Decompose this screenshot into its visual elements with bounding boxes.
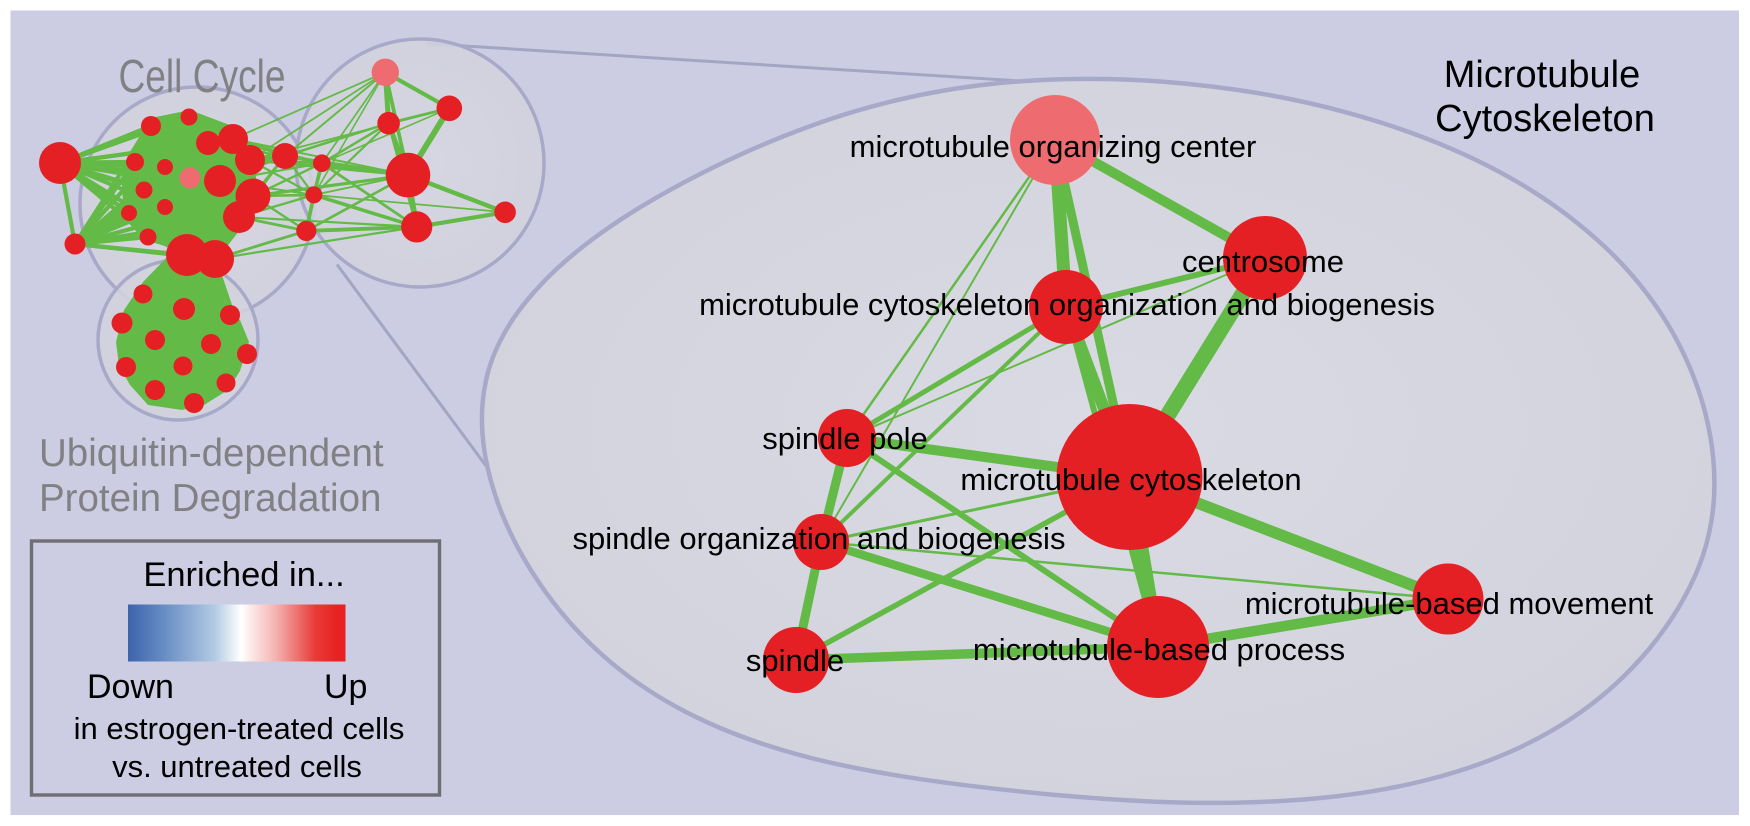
svg-text:Protein Degradation: Protein Degradation	[39, 477, 381, 520]
svg-text:spindle: spindle	[746, 643, 844, 678]
svg-text:microtubule-based movement: microtubule-based movement	[1245, 586, 1654, 621]
svg-text:Ubiquitin-dependent: Ubiquitin-dependent	[39, 432, 384, 475]
svg-text:spindle pole: spindle pole	[762, 421, 927, 456]
svg-text:microtubule organizing center: microtubule organizing center	[850, 129, 1257, 164]
svg-text:Up: Up	[324, 668, 367, 706]
svg-text:vs. untreated cells: vs. untreated cells	[112, 749, 362, 784]
svg-text:spindle organization and bioge: spindle organization and biogenesis	[573, 521, 1066, 556]
svg-text:in estrogen-treated cells: in estrogen-treated cells	[74, 711, 405, 746]
svg-text:centrosome: centrosome	[1182, 244, 1344, 279]
svg-text:Enriched in...: Enriched in...	[143, 556, 344, 594]
svg-text:Down: Down	[87, 668, 174, 706]
svg-text:microtubule cytoskeleton: microtubule cytoskeleton	[960, 462, 1301, 497]
svg-text:Cytoskeleton: Cytoskeleton	[1435, 98, 1655, 140]
svg-text:Microtubule: Microtubule	[1444, 54, 1640, 96]
svg-text:microtubule-based process: microtubule-based process	[973, 632, 1345, 667]
svg-text:Cell Cycle: Cell Cycle	[119, 50, 286, 102]
svg-text:microtubule cytoskeleton organ: microtubule cytoskeleton organization an…	[699, 287, 1435, 322]
